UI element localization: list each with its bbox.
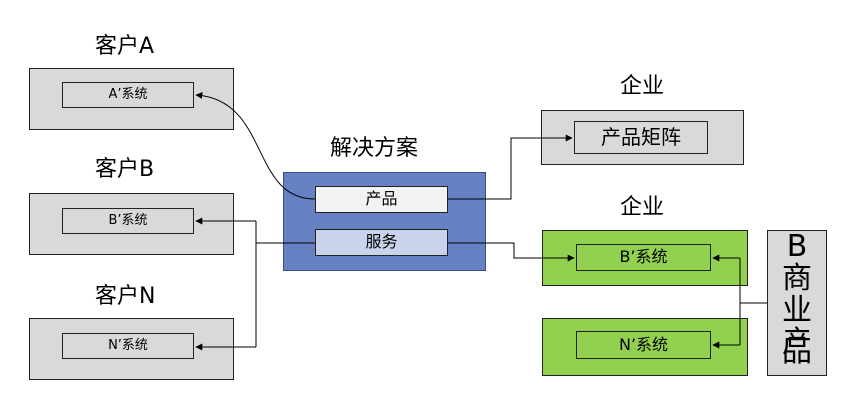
- b-product-box: [767, 230, 827, 376]
- client-n-title: 客户N: [95, 284, 156, 309]
- b-product-char-1: B: [786, 229, 808, 264]
- client-a-system: A’系统: [62, 82, 194, 108]
- solution-service: 服务: [315, 229, 448, 256]
- connector-b-product-bracket: [739, 258, 767, 345]
- b-product-char-5: 品: [782, 334, 812, 369]
- arrow-service-to-enterprise-b: [448, 242, 575, 262]
- client-b-title: 客户B: [95, 157, 155, 182]
- enterprise-bottom-title: 企业: [620, 195, 665, 220]
- b-product-char-2: 商: [782, 261, 812, 296]
- solution-product: 产品: [315, 186, 448, 213]
- client-a-title: 客户A: [95, 34, 155, 59]
- connector-service-bracket: [255, 221, 315, 347]
- enterprise-bottom-system-b: B’系统: [576, 244, 711, 271]
- enterprise-top-item: 产品矩阵: [574, 121, 708, 154]
- client-n-system: N’系统: [62, 333, 194, 359]
- b-product-char-4: 产: [782, 325, 812, 360]
- b-product-char-3: 业: [782, 293, 812, 328]
- client-b-system: B’系统: [62, 208, 194, 234]
- b-product-label-last: 品: [767, 336, 827, 368]
- arrow-product-to-matrix: [448, 134, 573, 200]
- b-product-label: B 商 业 产: [767, 231, 827, 359]
- arrow-product-to-client-a: [195, 91, 316, 200]
- enterprise-bottom-system-n: N’系统: [576, 331, 711, 359]
- enterprise-top-title: 企业: [620, 74, 665, 99]
- solution-title: 解决方案: [330, 136, 419, 161]
